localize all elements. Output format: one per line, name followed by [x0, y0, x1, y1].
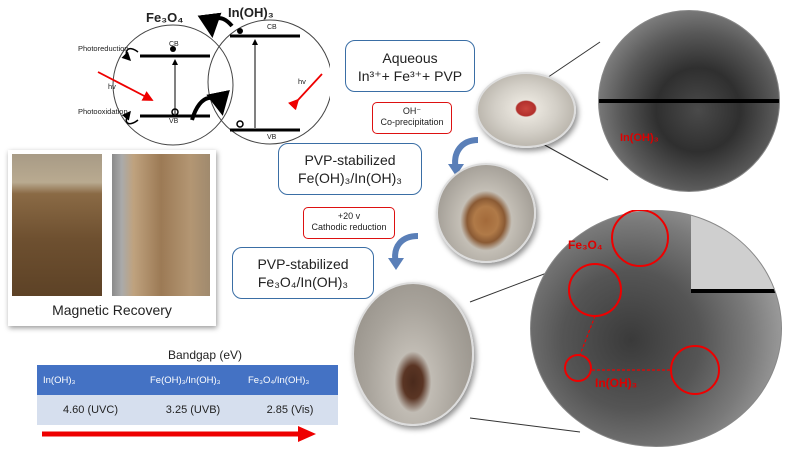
bandgap-header-2: Fe(OH)₃/In(OH)₃ [144, 365, 242, 395]
bandgap-value-3: 2.85 (Vis) [242, 395, 338, 425]
hv-arrow-right [287, 73, 323, 111]
bandgap-header-1: In(OH)₃ [37, 365, 144, 395]
pvp-magnetite-line1: PVP-stabilized [257, 256, 349, 272]
tem-bottom-inoh3-label: In(OH)₃ [595, 376, 638, 390]
tem-top-label: In(OH)₃ [620, 132, 659, 144]
cathodic-reduction-label: Cathodic reduction [311, 222, 387, 232]
pvp-magnetite-box: PVP-stabilized Fe₃O₄/In(OH)₃ [232, 247, 374, 299]
voltage-label: +20 v [337, 211, 361, 221]
oh-label: OH⁻ [402, 106, 422, 116]
cb-right-label: CB [267, 24, 277, 31]
pvp-magnetite-line2: Fe₃O₄/In(OH)₃ [257, 274, 349, 290]
aqueous-formula: In³⁺+ Fe³⁺+ PVP [357, 68, 463, 84]
scale-bar-top [599, 99, 779, 103]
tem-inset [691, 211, 781, 291]
tem-bottom-fe3o4-label: Fe₃O₄ [568, 238, 603, 252]
bandgap-value-2: 3.25 (UVB) [144, 395, 242, 425]
electron-transfer-arrow [197, 12, 234, 38]
scale-bar-bottom [691, 289, 781, 293]
aqueous-photo [476, 72, 576, 148]
cb-left-label: CB [169, 41, 179, 48]
inoh3-circle [207, 19, 330, 145]
tem-image-bottom [530, 210, 782, 447]
cathodic-reduction-box: +20 v Cathodic reduction [303, 207, 395, 239]
magnetic-recovery-panel: Magnetic Recovery [8, 150, 216, 326]
inoh3-label: In(OH)₃ [228, 5, 274, 20]
tem-highlight-circles [564, 210, 720, 395]
hv-arrow-left [97, 71, 154, 101]
vial-photo-before [12, 154, 102, 296]
vial-photo-after [112, 154, 210, 296]
bandgap-value-1: 4.60 (UVC) [37, 395, 144, 425]
photoreduction-label: Photoreduction [78, 44, 129, 53]
hydroxide-photo [436, 163, 536, 263]
pvp-hydroxide-line1: PVP-stabilized [304, 152, 396, 168]
vb-right-label: VB [267, 134, 277, 141]
photooxidation-label: Photooxidation [78, 107, 128, 116]
fe3o4-label: Fe₃O₄ [146, 10, 184, 25]
pvp-hydroxide-line2: Fe(OH)₃/In(OH)₃ [298, 170, 402, 186]
bandgap-table: In(OH)₃ Fe(OH)₃/In(OH)₃ Fe₃O₄/In(OH)₃ 4.… [37, 365, 338, 425]
hv-left-label: hv [108, 82, 116, 91]
aqueous-title: Aqueous [382, 50, 438, 66]
coprecipitation-label: Co-precipitation [380, 117, 444, 127]
aqueous-box: Aqueous In³⁺+ Fe³⁺+ PVP [345, 40, 475, 92]
coprecipitation-box: OH⁻ Co-precipitation [372, 102, 452, 134]
band-diagram [97, 12, 330, 146]
bandgap-title: Bandgap (eV) [167, 348, 243, 362]
hv-right-label: hv [298, 77, 306, 86]
bandgap-trend-arrow [42, 426, 316, 442]
hole-circle [236, 120, 244, 128]
magnetic-recovery-caption: Magnetic Recovery [52, 302, 172, 318]
electron-dot [237, 28, 243, 34]
hole-transfer-arrow [190, 90, 230, 121]
vb-left-label: VB [169, 118, 179, 125]
pvp-hydroxide-box: PVP-stabilized Fe(OH)₃/In(OH)₃ [278, 143, 422, 195]
magnetite-photo [352, 282, 474, 426]
tem-image-top [598, 10, 780, 192]
bandgap-header-3: Fe₃O₄/In(OH)₃ [242, 365, 338, 395]
fe3o4-circle [112, 24, 234, 146]
